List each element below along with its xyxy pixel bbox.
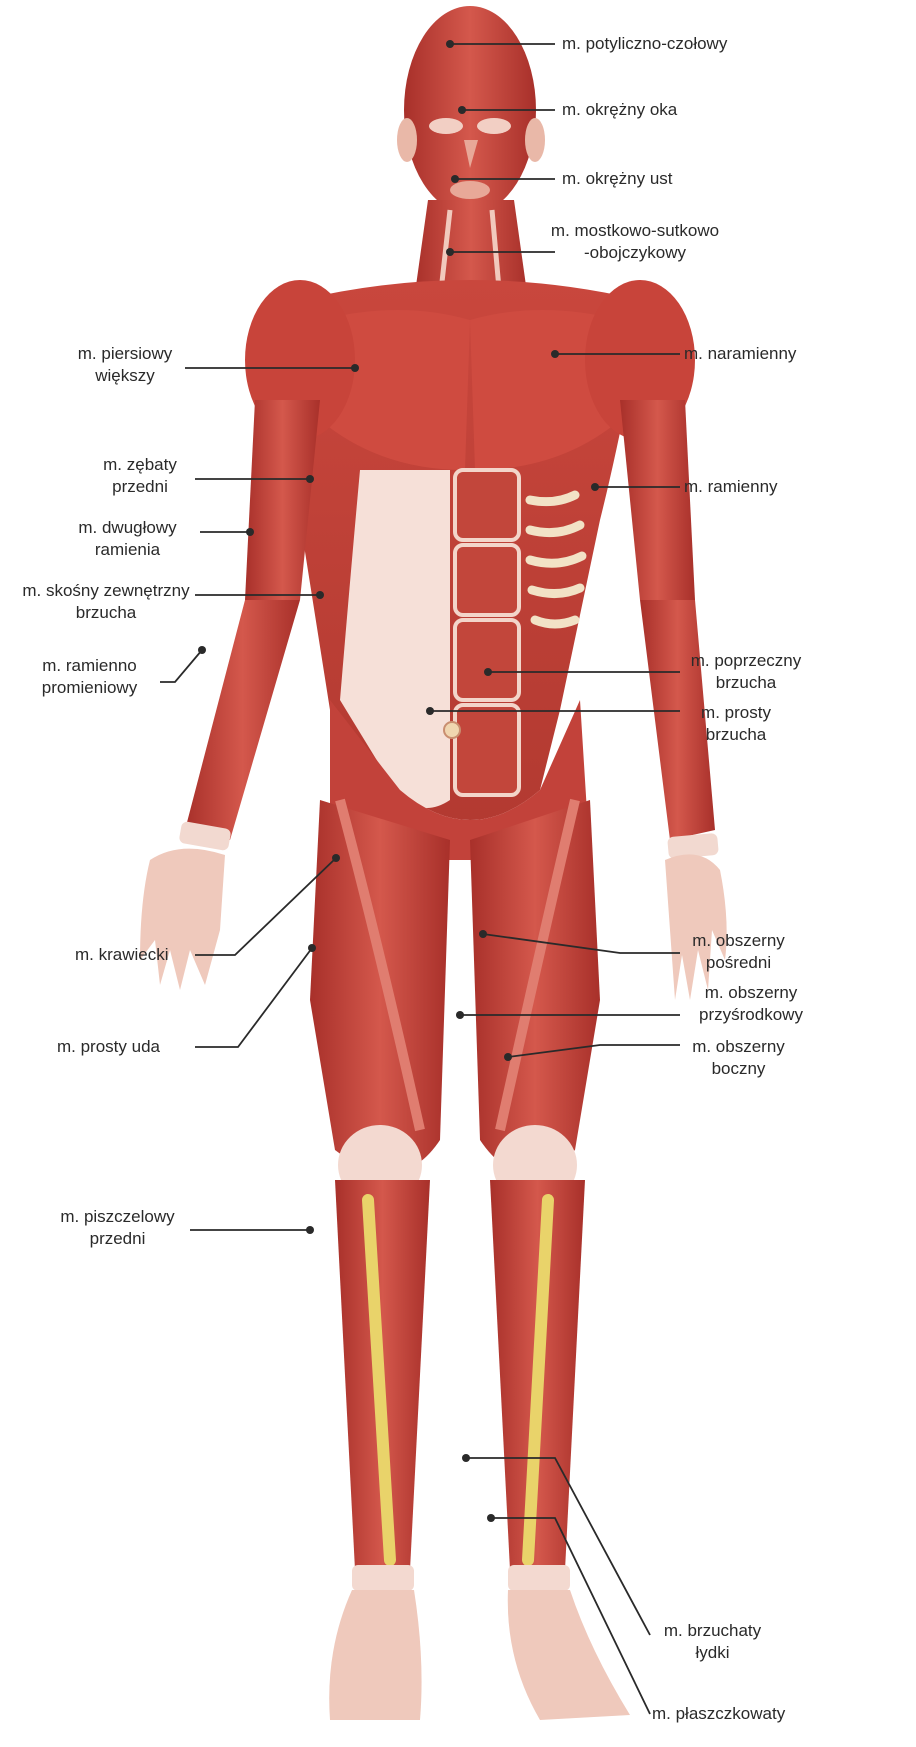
label-serratus-anterior: m. zębaty przedni <box>90 454 190 498</box>
label-line: m. naramienny <box>684 343 796 365</box>
label-rectus-femoris: m. prosty uda <box>57 1036 160 1058</box>
label-line: m. ramienny <box>684 476 778 498</box>
label-vastus-intermedius: m. obszerny pośredni <box>676 930 801 974</box>
label-line: m. piszczelowy <box>45 1206 190 1228</box>
label-external-oblique: m. skośny zewnętrzny brzucha <box>6 580 206 624</box>
ear-left <box>397 118 417 162</box>
label-line: m. brzuchaty <box>650 1620 775 1642</box>
upper-arm-right <box>620 400 695 600</box>
mouth <box>450 181 490 199</box>
label-vastus-lateralis: m. obszerny boczny <box>676 1036 801 1080</box>
label-line: m. dwugłowy <box>55 517 200 539</box>
label-line: boczny <box>676 1058 801 1080</box>
label-tibialis-anterior: m. piszczelowy przedni <box>45 1206 190 1250</box>
label-line: łydki <box>650 1642 775 1664</box>
label-line: przedni <box>90 476 190 498</box>
label-brachioradialis: m. ramienno promieniowy <box>22 655 157 699</box>
eye-left <box>429 118 463 134</box>
label-transversus-abdominis: m. poprzeczny brzucha <box>676 650 816 694</box>
leader-brachioradialis <box>160 650 202 682</box>
label-line: promieniowy <box>22 677 157 699</box>
label-brachialis: m. ramienny <box>684 476 778 498</box>
forearm-left <box>185 600 300 840</box>
leader-rectus-femoris <box>195 948 312 1047</box>
label-line: m. poprzeczny <box>676 650 816 672</box>
label-line: brzucha <box>676 724 796 746</box>
label-line: m. krawiecki <box>75 944 169 966</box>
label-line: m. ramienno <box>22 655 157 677</box>
label-line: m. prosty uda <box>57 1036 160 1058</box>
foot-left <box>329 1590 421 1720</box>
label-line: pośredni <box>676 952 801 974</box>
label-line: m. okrężny oka <box>562 99 677 121</box>
thigh-left <box>310 800 450 1173</box>
hand-left <box>140 849 225 990</box>
label-deltoid: m. naramienny <box>684 343 796 365</box>
label-line: brzucha <box>676 672 816 694</box>
label-sternocleidomastoid: m. mostkowo-sutkowo -obojczykowy <box>530 220 740 264</box>
label-line: ramienia <box>55 539 200 561</box>
label-line: m. potyliczno-czołowy <box>562 33 727 55</box>
label-occipitofrontalis: m. potyliczno-czołowy <box>562 33 727 55</box>
label-orbicularis-oculi: m. okrężny oka <box>562 99 677 121</box>
ankle-left <box>352 1565 414 1591</box>
label-line: m. obszerny <box>676 1036 801 1058</box>
label-rectus-abdominis: m. prosty brzucha <box>676 702 796 746</box>
eye-right <box>477 118 511 134</box>
label-line: m. mostkowo-sutkowo <box>530 220 740 242</box>
label-soleus: m. płaszczkowaty <box>652 1703 785 1725</box>
foot-right <box>508 1590 630 1720</box>
ankle-right <box>508 1565 570 1591</box>
navel <box>444 722 460 738</box>
label-line: m. prosty <box>676 702 796 724</box>
ear-right <box>525 118 545 162</box>
label-sartorius: m. krawiecki <box>75 944 169 966</box>
hand-right <box>665 854 727 1000</box>
label-vastus-medialis: m. obszerny przyśrodkowy <box>676 982 826 1026</box>
label-line: m. okrężny ust <box>562 168 673 190</box>
label-line: przedni <box>45 1228 190 1250</box>
label-pectoralis-major: m. piersiowy większy <box>60 343 190 387</box>
label-line: m. obszerny <box>676 982 826 1004</box>
label-line: m. płaszczkowaty <box>652 1703 785 1725</box>
label-gastrocnemius: m. brzuchaty łydki <box>650 1620 775 1664</box>
label-line: m. obszerny <box>676 930 801 952</box>
label-line: większy <box>60 365 190 387</box>
label-line: brzucha <box>6 602 206 624</box>
label-line: m. piersiowy <box>60 343 190 365</box>
label-line: -obojczykowy <box>530 242 740 264</box>
label-line: m. zębaty <box>90 454 190 476</box>
label-line: przyśrodkowy <box>676 1004 826 1026</box>
rectus-abdominis-blocks <box>455 470 519 795</box>
label-biceps: m. dwugłowy ramienia <box>55 517 200 561</box>
label-line: m. skośny zewnętrzny <box>6 580 206 602</box>
label-orbicularis-oris: m. okrężny ust <box>562 168 673 190</box>
